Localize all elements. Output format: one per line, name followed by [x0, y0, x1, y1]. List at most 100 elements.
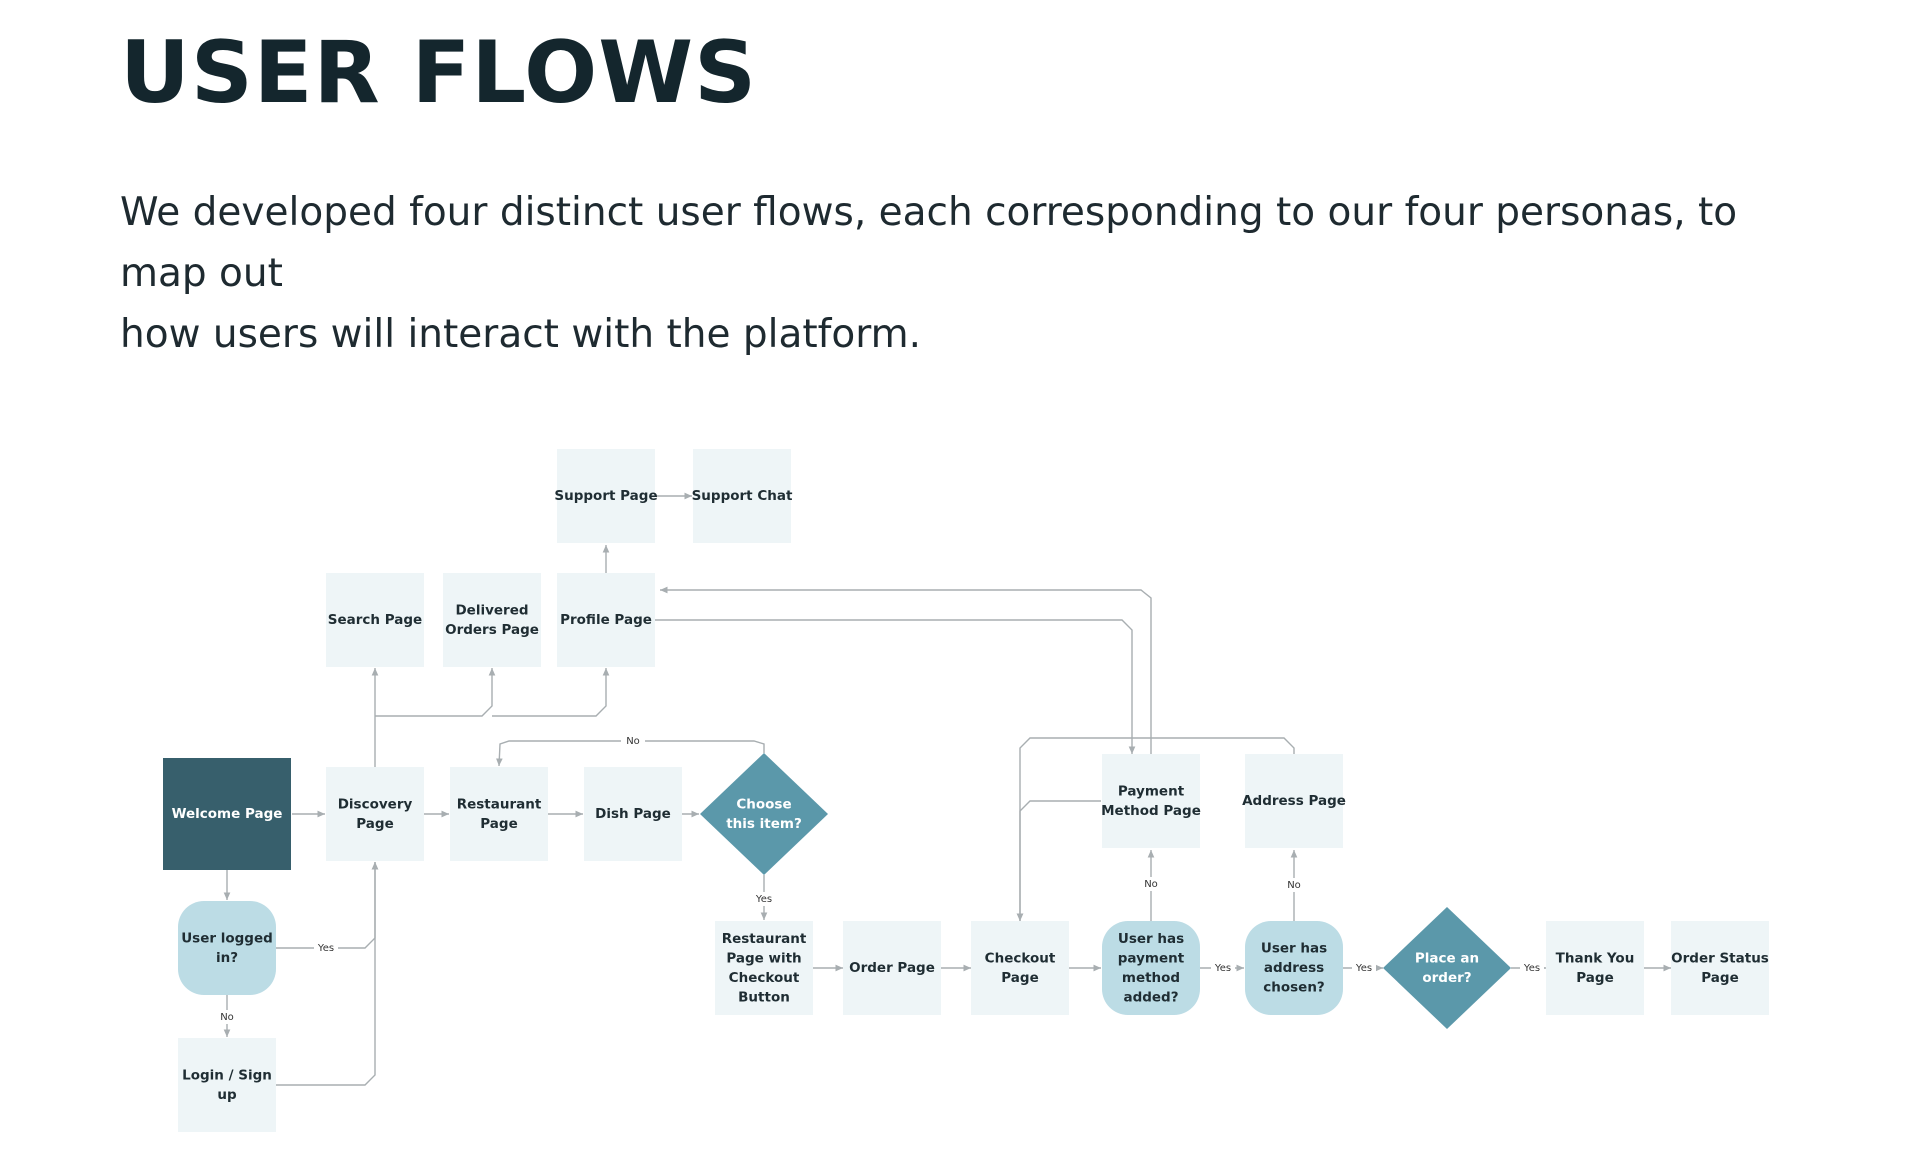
page-box	[326, 573, 424, 667]
node-label: Page	[480, 816, 517, 832]
node-label: Button	[738, 989, 790, 1005]
decision-diamond	[700, 753, 828, 875]
node-label: this item?	[726, 816, 802, 832]
edge-label-no: No	[1287, 880, 1301, 891]
node-label: added?	[1123, 989, 1178, 1005]
node-search-page: Search Page	[326, 573, 424, 667]
node-support-page: Support Page	[554, 449, 658, 543]
connector-line	[276, 862, 379, 1086]
decision-diamond	[1383, 907, 1511, 1029]
connector-line	[276, 862, 379, 949]
node-label: Checkout	[985, 950, 1056, 966]
node-support-chat: Support Chat	[692, 449, 793, 543]
node-label: in?	[216, 950, 238, 966]
node-label: Delivered	[455, 602, 528, 618]
node-label: Page	[1001, 970, 1038, 986]
node-label: Page	[1576, 970, 1613, 986]
intro-paragraph: We developed four distinct user flows, e…	[120, 182, 1800, 365]
node-label: Choose	[736, 796, 791, 812]
page-box	[1671, 921, 1769, 1015]
node-user-logged-in: User logged in?	[178, 901, 276, 995]
page-box	[557, 449, 655, 543]
connector-line	[492, 668, 610, 717]
node-order-page: Order Page	[843, 921, 941, 1015]
node-welcome-page: Welcome Page	[163, 758, 291, 870]
node-label: User has	[1118, 931, 1184, 947]
node-has-address: User has address chosen?	[1245, 921, 1343, 1015]
connector-line	[1016, 737, 1295, 921]
decision-box	[178, 901, 276, 995]
node-label: up	[217, 1087, 237, 1103]
node-label: Thank You	[1556, 950, 1635, 966]
edge-label-bg	[314, 941, 338, 955]
node-has-payment: User has payment method added?	[1102, 921, 1200, 1015]
edge-label-bg	[215, 1010, 239, 1024]
page-box	[715, 921, 813, 1015]
page-box	[971, 921, 1069, 1015]
page-box	[163, 758, 291, 870]
edge-label-no: No	[1144, 879, 1158, 890]
intro-line-1: We developed four distinct user flows, e…	[120, 190, 1738, 296]
node-label: Order Status	[1671, 950, 1769, 966]
page-box	[557, 573, 655, 667]
edge-label-bg	[621, 734, 645, 748]
node-label: Order Page	[849, 960, 935, 976]
node-label: order?	[1422, 970, 1471, 986]
edge-label-yes: Yes	[1523, 963, 1540, 974]
connector-line	[655, 619, 1136, 754]
node-label: User has	[1261, 941, 1327, 957]
node-label: payment	[1118, 950, 1185, 966]
node-label: chosen?	[1263, 980, 1325, 996]
node-label: Search Page	[328, 612, 422, 628]
edge-label-bg	[1211, 961, 1235, 975]
page-box	[178, 1038, 276, 1132]
node-label: Support Page	[554, 488, 657, 504]
edge-label-yes: Yes	[317, 943, 334, 954]
edge-label-yes: Yes	[755, 894, 772, 905]
node-choose-item: Choose this item?	[700, 753, 828, 875]
page-box	[584, 767, 682, 861]
edge-label-bg	[1352, 961, 1376, 975]
node-label: address	[1264, 960, 1324, 976]
node-label: Profile Page	[560, 612, 652, 628]
edge-label-bg	[752, 892, 776, 906]
edge-label-yes: Yes	[1355, 963, 1372, 974]
edge-label-bg	[1520, 961, 1544, 975]
node-label: Address Page	[1242, 793, 1346, 809]
page-box	[450, 767, 548, 861]
edge-label-bg	[1139, 877, 1163, 891]
node-address-page: Address Page	[1242, 754, 1346, 848]
node-profile-page: Profile Page	[557, 573, 655, 667]
node-label: User logged	[181, 930, 273, 946]
node-label: Support Chat	[692, 488, 793, 504]
node-label: Page	[1701, 970, 1738, 986]
node-label: method	[1122, 970, 1180, 986]
node-label: Page	[356, 816, 393, 832]
page-box	[1245, 754, 1343, 848]
page-box	[1546, 921, 1644, 1015]
connector-line	[660, 586, 1152, 754]
node-label: Page with	[726, 950, 801, 966]
connector-line	[375, 668, 496, 717]
edge-label-bg	[1282, 878, 1306, 892]
edge-label-no: No	[220, 1012, 234, 1023]
edge-label-yes: Yes	[1214, 963, 1231, 974]
page-box	[326, 767, 424, 861]
node-label: Restaurant	[722, 931, 807, 947]
node-label: Method Page	[1101, 803, 1201, 819]
node-label: Checkout	[729, 970, 800, 986]
intro-line-2: how users will interact with the platfor…	[120, 312, 922, 357]
page-box	[443, 573, 541, 667]
page-box	[693, 449, 791, 543]
page-title: USER FLOWS	[120, 23, 758, 123]
node-label: Dish Page	[595, 806, 671, 822]
